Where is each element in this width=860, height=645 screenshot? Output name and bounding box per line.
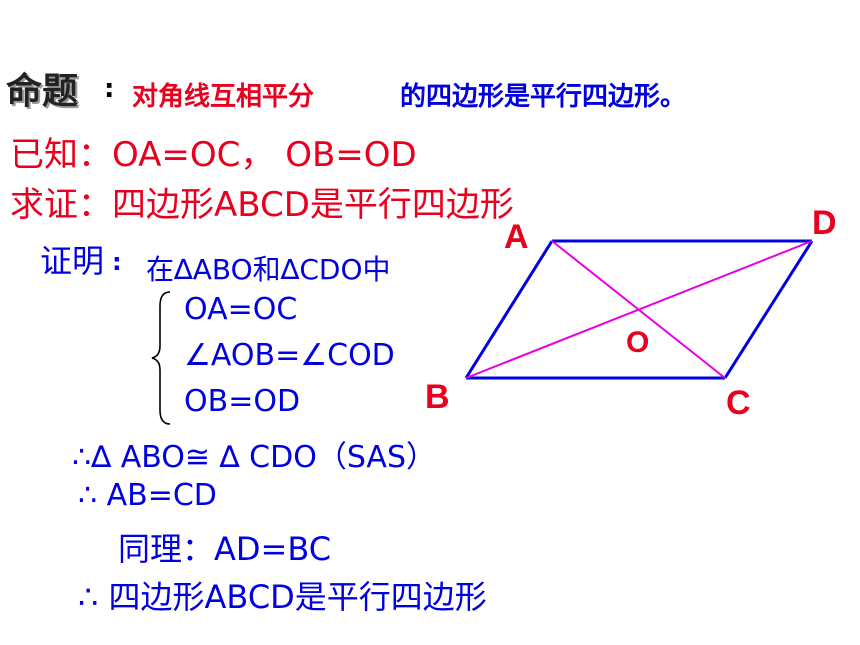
center-label-o: O: [626, 326, 649, 359]
proof-step-conclusion: ∴ 四边形ABCD是平行四边形: [78, 578, 487, 616]
proposition-condition: 对角线互相平分: [132, 82, 315, 112]
proof-heading: 证明: [40, 242, 105, 280]
diagonal-bd: [465, 240, 813, 379]
proof-colon: :: [112, 248, 122, 276]
proof-intro: 在∆ABO和∆CDO中: [146, 253, 391, 286]
proposition-heading: 命题: [6, 70, 79, 112]
to-prove-statement: 求证：四边形ABCD是平行四边形: [10, 185, 514, 225]
side-ba: [464, 240, 554, 379]
left-brace-icon: [151, 291, 171, 425]
vertex-label-c: C: [726, 384, 751, 422]
proof-step-congruence: ∴∆ ABO≅ ∆ CDO（SAS）: [72, 440, 436, 475]
proof-condition-1: OA=OC: [184, 292, 298, 327]
proposition-conclusion: 的四边形是平行四边形。: [400, 82, 687, 112]
proof-step-ab-cd: ∴ AB=CD: [78, 478, 217, 513]
proof-condition-3: OB=OD: [184, 384, 301, 419]
proof-condition-2: ∠AOB=∠COD: [184, 338, 395, 373]
proof-step-ad-bc: 同理：AD=BC: [118, 530, 332, 568]
proposition-colon: :: [104, 74, 115, 104]
side-dc: [723, 240, 814, 379]
vertex-label-d: D: [812, 204, 837, 242]
vertex-label-b: B: [425, 378, 450, 416]
vertex-label-a: A: [504, 218, 529, 256]
given-statement: 已知：OA=OC， OB=OD: [10, 135, 417, 175]
